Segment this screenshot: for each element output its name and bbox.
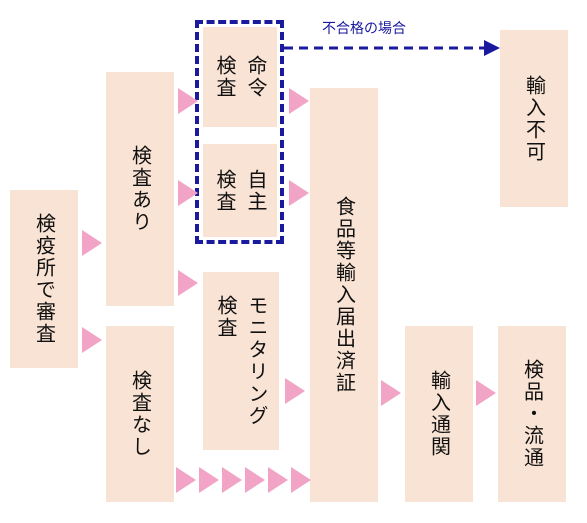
quarantine-review-label: 検疫所で審査 <box>32 213 57 345</box>
arrow-inspect-yes-to-voluntary <box>178 180 198 206</box>
arrow-inspect-yes-to-ordered <box>178 88 198 114</box>
arrow-quarantine-to-inspect-no <box>82 327 102 353</box>
ordered-inspection-box: 命令 検査 <box>203 27 277 127</box>
inspection-required-label: 検査あり <box>128 145 153 233</box>
inspection-distribution-label: 検品・流通 <box>520 359 545 469</box>
voluntary-inspection-box: 自主 検査 <box>203 144 277 237</box>
customs-clearance-box: 輸入通関 <box>405 326 473 502</box>
inspection-distribution-box: 検品・流通 <box>498 326 566 502</box>
import-notification-certificate-box: 食品等輸入届出済証 <box>310 88 378 502</box>
import-notification-certificate-label: 食品等輸入届出済証 <box>332 196 357 394</box>
dashed-group-frame <box>195 20 284 244</box>
quarantine-review-box: 検疫所で審査 <box>10 190 78 368</box>
voluntary-inspection-label: 自主 検査 <box>213 168 268 213</box>
fail-case-label: 不合格の場合 <box>322 21 406 37</box>
arrow-voluntary-to-certificate <box>289 180 309 206</box>
arrow-no-inspect-chain-5 <box>268 467 288 493</box>
arrow-inspect-yes-to-monitoring <box>178 270 198 296</box>
no-inspection-label: 検査なし <box>128 370 153 458</box>
arrow-no-inspect-chain-4 <box>245 467 265 493</box>
customs-clearance-label: 輸入通関 <box>427 370 452 458</box>
arrow-ordered-to-certificate <box>289 88 309 114</box>
inspection-required-box: 検査あり <box>106 72 174 306</box>
import-not-permitted-box: 輸入不可 <box>500 30 568 207</box>
arrow-customs-to-distribution <box>476 380 496 406</box>
arrow-no-inspect-chain-6 <box>291 467 311 493</box>
arrow-no-inspect-chain-3 <box>222 467 242 493</box>
arrow-no-inspect-chain-2 <box>199 467 219 493</box>
arrow-certificate-to-customs <box>381 380 401 406</box>
arrow-no-inspect-chain-1 <box>176 467 196 493</box>
monitoring-inspection-label: モニタリング 検査 <box>214 295 269 427</box>
no-inspection-box: 検査なし <box>106 326 174 502</box>
import-not-permitted-label: 輸入不可 <box>522 74 547 163</box>
arrow-monitoring-to-certificate <box>285 378 305 404</box>
ordered-inspection-label: 命令 検査 <box>213 55 268 99</box>
monitoring-inspection-box: モニタリング 検査 <box>203 272 279 450</box>
arrow-quarantine-to-inspect-yes <box>82 230 102 256</box>
